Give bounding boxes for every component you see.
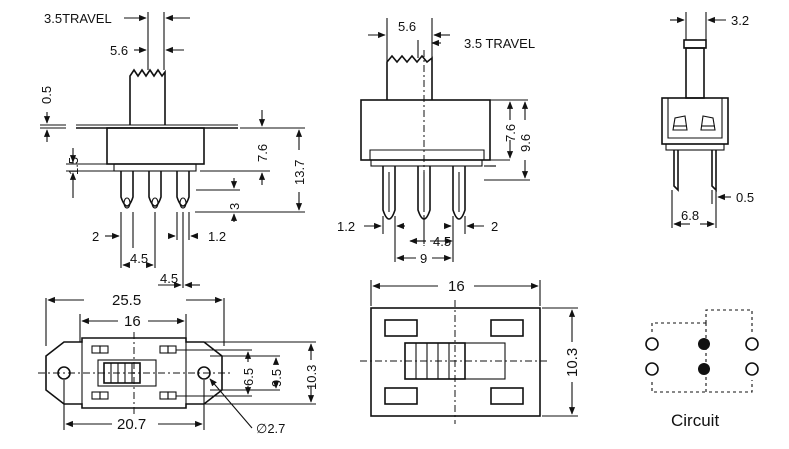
- end-actuator-cap: [683, 39, 707, 49]
- body-pad-tl: [384, 319, 418, 337]
- body-pad-br: [490, 387, 524, 405]
- side-pin-length-label: 3: [227, 203, 242, 210]
- front-span-label: 9: [420, 251, 427, 266]
- end-body: [661, 97, 729, 145]
- body-length-label: 16: [448, 278, 465, 295]
- front-body-inner: [369, 149, 485, 160]
- side-actuator: [129, 68, 166, 125]
- front-actuator: [386, 54, 433, 100]
- front-body: [360, 99, 491, 161]
- mount-height-mid-label: 9.5: [269, 369, 284, 387]
- circuit-common-top: [698, 338, 710, 350]
- side-travel-label: 3.5TRAVEL: [44, 11, 112, 26]
- side-pin-gap-label: 1.5: [66, 157, 81, 175]
- end-pin-right: [711, 150, 717, 192]
- mount-hole-diameter-label: ∅2.7: [256, 421, 285, 436]
- end-top-width-label: 3.2: [731, 13, 749, 28]
- side-pitch-2-label: 4.5: [160, 271, 178, 286]
- mount-slot: [97, 359, 157, 387]
- circuit-terminal-right-bottom: [745, 362, 759, 376]
- end-pin-left: [673, 150, 679, 192]
- end-pin-thickness-label: 0.5: [736, 190, 754, 205]
- front-pitch-label: 4.5: [433, 234, 451, 249]
- mount-body-length-label: 16: [124, 313, 141, 330]
- side-pitch-1-label: 4.5: [130, 251, 148, 266]
- mount-height-inner-label: 6.5: [241, 368, 256, 386]
- front-pin-width-right-label: 2: [491, 219, 498, 234]
- circuit-label: Circuit: [671, 411, 719, 430]
- end-base: [665, 143, 725, 151]
- side-base: [113, 163, 197, 172]
- end-view: 3.2 0.5 6.8: [661, 12, 754, 228]
- front-actuator-width-label: 5.6: [398, 19, 416, 34]
- body-width-label: 10.3: [564, 348, 581, 377]
- side-actuator-width-label: 5.6: [110, 43, 128, 58]
- body-pad-tr: [490, 319, 524, 337]
- front-base: [370, 159, 483, 167]
- side-height-upper-label: 7.6: [255, 144, 270, 162]
- side-pin-width-left-label: 2: [92, 229, 99, 244]
- circuit-common-bottom: [698, 363, 710, 375]
- body-slider: [404, 342, 466, 380]
- circuit-diagram: Circuit: [645, 309, 759, 430]
- side-pin-width-right-label: 1.2: [208, 229, 226, 244]
- body-pad-bl: [384, 387, 418, 405]
- mount-top-view: 25.5 16 6.5: [38, 292, 319, 436]
- mount-height-outer-label: 10.3: [304, 365, 319, 390]
- front-pin-width-left-label: 1.2: [337, 219, 355, 234]
- front-pins: [382, 166, 466, 220]
- circuit-terminal-left-top: [645, 337, 659, 351]
- front-height-upper-label: 7.6: [503, 124, 518, 142]
- front-height-total-label: 9.6: [518, 134, 533, 152]
- mount-hole-spacing-label: 20.7: [117, 416, 146, 433]
- side-height-total-label: 13.7: [292, 160, 307, 185]
- mount-slider: [103, 362, 141, 384]
- end-actuator: [685, 47, 705, 99]
- mount-length-label: 25.5: [112, 292, 141, 309]
- side-pins: [120, 171, 190, 209]
- front-travel-label: 3.5 TRAVEL: [464, 36, 535, 51]
- circuit-terminal-left-bottom: [645, 362, 659, 376]
- side-body: [106, 127, 205, 165]
- front-view: 5.6 3.5 TRAVEL 7.6 9.6: [337, 18, 535, 266]
- end-depth-label: 6.8: [681, 208, 699, 223]
- side-thickness-label: 0.5: [39, 86, 54, 104]
- side-view: 3.5TRAVEL 5.6 0.5 7.6: [39, 11, 307, 289]
- circuit-terminal-right-top: [745, 337, 759, 351]
- body-top-view: 16 10.3: [360, 278, 581, 424]
